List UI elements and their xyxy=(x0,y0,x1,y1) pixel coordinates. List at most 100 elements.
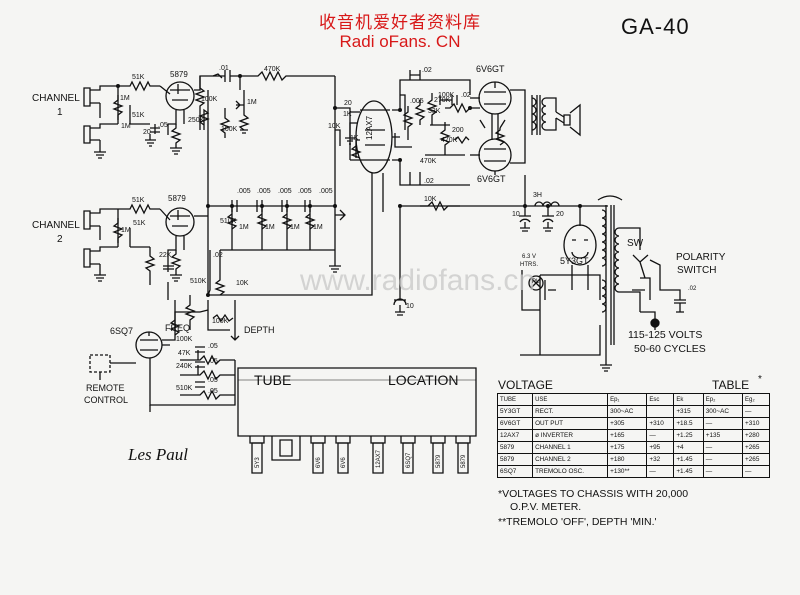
voltage-table-title-right: TABLE xyxy=(712,378,750,392)
component-label-c1: .05 xyxy=(158,122,168,129)
table-cell: 5Y3GT xyxy=(496,405,534,418)
table-cell: OUT PUT xyxy=(532,417,609,430)
component-label-r33: 47K xyxy=(178,350,191,357)
tube-slot-label: 5Y3 xyxy=(255,457,261,468)
component-label-c16: .05 xyxy=(208,343,218,350)
table-cell: +95 xyxy=(646,441,675,454)
tube-slot-label: 6V6 xyxy=(341,457,347,468)
note-1: *VOLTAGES TO CHASSIS WITH 20,000 xyxy=(498,488,689,500)
component-label-c5: 20 xyxy=(344,100,352,107)
table-cell: 6V6GT xyxy=(496,417,534,430)
component-label-r18: 470K xyxy=(441,137,458,144)
tube-12ax7-label: 12AX7 xyxy=(365,115,374,140)
table-cell: RECT. xyxy=(532,405,609,418)
table-cell: — xyxy=(702,465,744,478)
polarity-cap-label: .02 xyxy=(688,286,697,292)
sw-label: SW xyxy=(627,238,644,249)
tube-slot-label: 5879 xyxy=(461,454,467,468)
note-3: **TREMOLO 'OFF', DEPTH 'MIN.' xyxy=(498,516,657,528)
table-cell: +1.45 xyxy=(673,453,704,466)
depth-label: DEPTH xyxy=(244,325,275,335)
table-cell: +310 xyxy=(742,417,770,430)
component-label-r6: 470K xyxy=(264,66,281,73)
component-label-r10: 100K xyxy=(221,126,238,133)
table-cell: +265 xyxy=(742,453,770,466)
tube-slot-label: 6V6 xyxy=(316,457,322,468)
polarity-label-1: POLARITY xyxy=(676,252,726,263)
component-label-r28: 510K xyxy=(220,218,237,225)
component-label-r1: 51K xyxy=(132,74,145,81)
component-label-r24: 1M xyxy=(239,224,249,231)
table-cell: — xyxy=(742,465,770,478)
table-cell: +130** xyxy=(607,465,648,478)
component-label-r19: 10K xyxy=(424,196,437,203)
table-cell: +32 xyxy=(646,453,675,466)
table-cell: CHANNEL 2 xyxy=(532,453,609,466)
signature: Les Paul xyxy=(128,445,188,464)
table-cell: 300~AC xyxy=(702,405,744,418)
channel-2-label: CHANNEL xyxy=(32,220,80,231)
voltage-table-header: Ep₁ xyxy=(607,393,648,406)
component-label-r21: 51K xyxy=(133,220,146,227)
component-label-c2: .01 xyxy=(219,65,229,72)
table-cell: +280 xyxy=(742,429,770,442)
channel-2-number: 2 xyxy=(57,234,63,245)
table-cell: 300~AC xyxy=(607,405,648,418)
tube-slot-label: 6SQ7 xyxy=(406,452,412,468)
table-cell: +1.25 xyxy=(673,429,704,442)
table-cell: 6SQ7 xyxy=(496,465,534,478)
component-label-c8: 3H xyxy=(533,192,542,199)
table-cell: +305 xyxy=(607,417,648,430)
tube-6sq7-label: 6SQ7 xyxy=(110,326,134,336)
component-label-r8: 100K xyxy=(201,96,218,103)
voltage-table-title-mark: * xyxy=(758,374,762,385)
watermark-center: www.radiofans.cn xyxy=(299,264,535,297)
component-label-r7: 1M xyxy=(247,99,257,106)
component-label-c10: 20 xyxy=(556,211,564,218)
remote-label-2: CONTROL xyxy=(84,395,129,405)
tube-6v6-top-label: 6V6GT xyxy=(476,64,505,74)
polarity-label-2: SWITCH xyxy=(677,265,717,276)
component-label-r12: 1K xyxy=(343,111,352,118)
heater-label: 6.3 V xyxy=(522,254,537,260)
tube-slot-label: 12AX7 xyxy=(376,449,382,468)
table-cell: +310 xyxy=(646,417,675,430)
component-label-c6: .02 xyxy=(424,178,434,185)
component-label-c4: .005 xyxy=(410,98,424,105)
location-title: LOCATION xyxy=(388,372,459,388)
model-title: GA-40 xyxy=(621,14,690,39)
component-label-r25: 1M xyxy=(265,224,275,231)
voltage-table-header: Eg₂ xyxy=(742,393,770,406)
table-cell: — xyxy=(742,405,770,418)
component-label-r35: 510K xyxy=(176,385,193,392)
table-cell: +135 xyxy=(702,429,744,442)
table-cell: — xyxy=(702,441,744,454)
component-label-r13: 1K xyxy=(350,135,359,142)
table-cell: — xyxy=(646,465,675,478)
component-label-r27: 1M xyxy=(313,224,323,231)
component-label-r36: 10K xyxy=(328,123,341,130)
component-label-r3: 51K xyxy=(132,112,145,119)
component-label-r9: 250K xyxy=(188,117,205,124)
table-cell: +175 xyxy=(607,441,648,454)
table-cell: CHANNEL 1 xyxy=(532,441,609,454)
component-label-c15: .005 xyxy=(319,188,333,195)
component-label-r32: 100K xyxy=(176,336,193,343)
table-cell: +1.45 xyxy=(673,465,704,478)
tube-ch1-label: 5879 xyxy=(170,70,188,79)
component-label-r5: 20 xyxy=(143,129,151,136)
watermark-title: 收音机爱好者资料库 xyxy=(319,13,481,32)
table-cell: +315 xyxy=(673,405,704,418)
component-label-r17: 200 xyxy=(452,127,464,134)
component-label-r31: 100K xyxy=(212,318,229,325)
table-cell: +4 xyxy=(673,441,704,454)
table-cell: — xyxy=(702,417,744,430)
table-cell: 5879 xyxy=(496,453,534,466)
